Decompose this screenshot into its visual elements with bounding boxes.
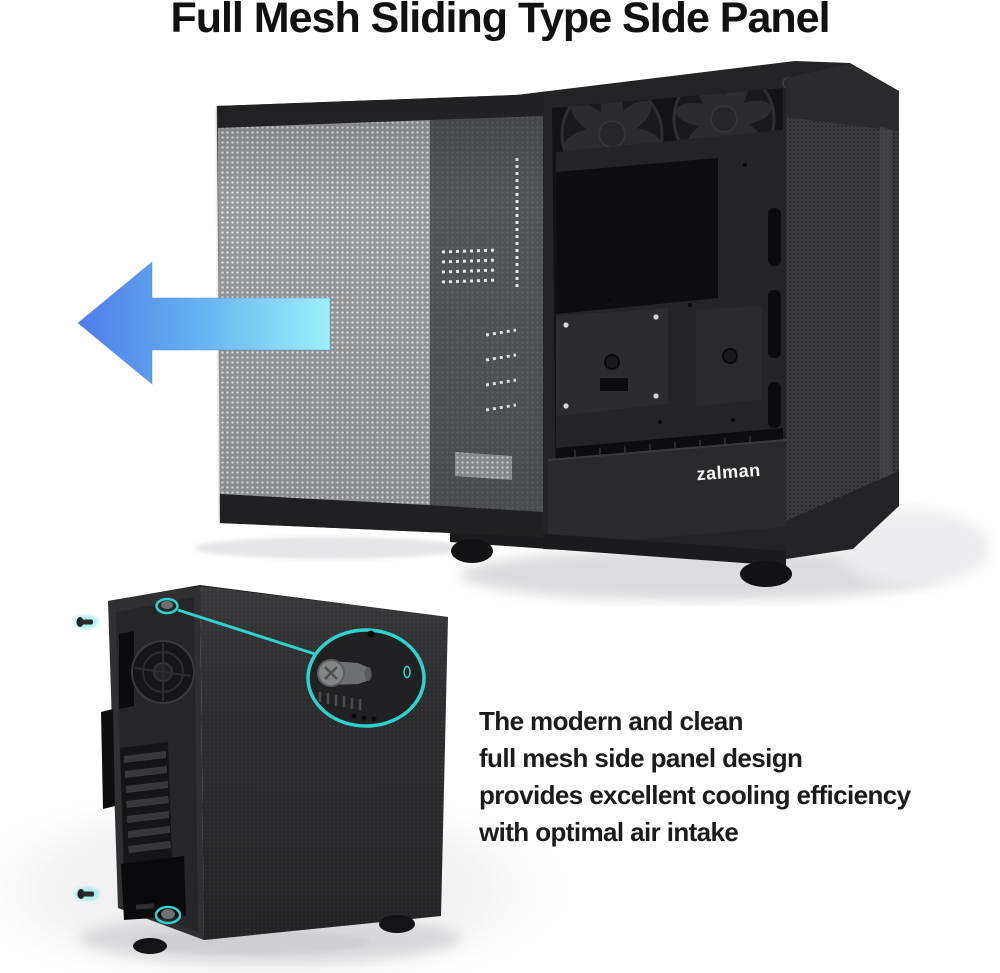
thumbscrew-highlight-bottom <box>154 905 182 925</box>
expansion-slots <box>120 742 172 864</box>
description-line: full mesh side panel design <box>479 743 803 773</box>
description-line: with optimal air intake <box>479 817 739 847</box>
front-bottom-band <box>786 471 899 559</box>
case-foot <box>451 539 493 563</box>
thumbscrew <box>161 601 173 609</box>
zoom-circle-icon <box>306 628 426 728</box>
teal-annotations <box>154 597 426 925</box>
panel-shadow <box>195 537 465 559</box>
floating-thumbscrew <box>74 615 98 629</box>
case-foot <box>133 938 167 954</box>
rear-handle-rail <box>101 709 115 809</box>
rear-fan-grille <box>131 640 195 704</box>
thumbscrew <box>161 909 175 919</box>
floating-thumbscrew <box>75 887 99 901</box>
front-mesh-panel <box>786 117 899 521</box>
front-top-band <box>786 64 899 131</box>
rear-case-render <box>0 585 585 973</box>
callout-connector-line <box>177 608 319 657</box>
motherboard-tray <box>556 130 783 462</box>
psu-shroud <box>548 440 786 547</box>
brand-logo: zalman <box>696 460 761 484</box>
vent-slats-magnified <box>318 692 362 710</box>
io-shield-cutout <box>119 631 134 709</box>
cpu-cutout <box>556 158 718 314</box>
page-title: Full Mesh Sliding Type SIde Panel <box>170 0 830 42</box>
case-shadow-right <box>840 510 990 586</box>
slide-direction-arrow-icon <box>77 260 331 386</box>
feature-description: The modern and clean full mesh side pane… <box>479 703 949 851</box>
case-shadow <box>460 549 940 601</box>
bottom-slide-rail <box>450 527 786 566</box>
thumbscrew-highlight-top <box>155 597 179 615</box>
case-foot <box>740 561 792 587</box>
thumbscrew-magnified <box>317 659 372 687</box>
main-case-render: zalman <box>77 61 990 601</box>
psu-cutout <box>121 856 186 920</box>
description-line: The modern and clean <box>479 706 744 736</box>
case-foot <box>379 915 415 933</box>
description-line: provides excellent cooling efficiency <box>479 780 911 810</box>
